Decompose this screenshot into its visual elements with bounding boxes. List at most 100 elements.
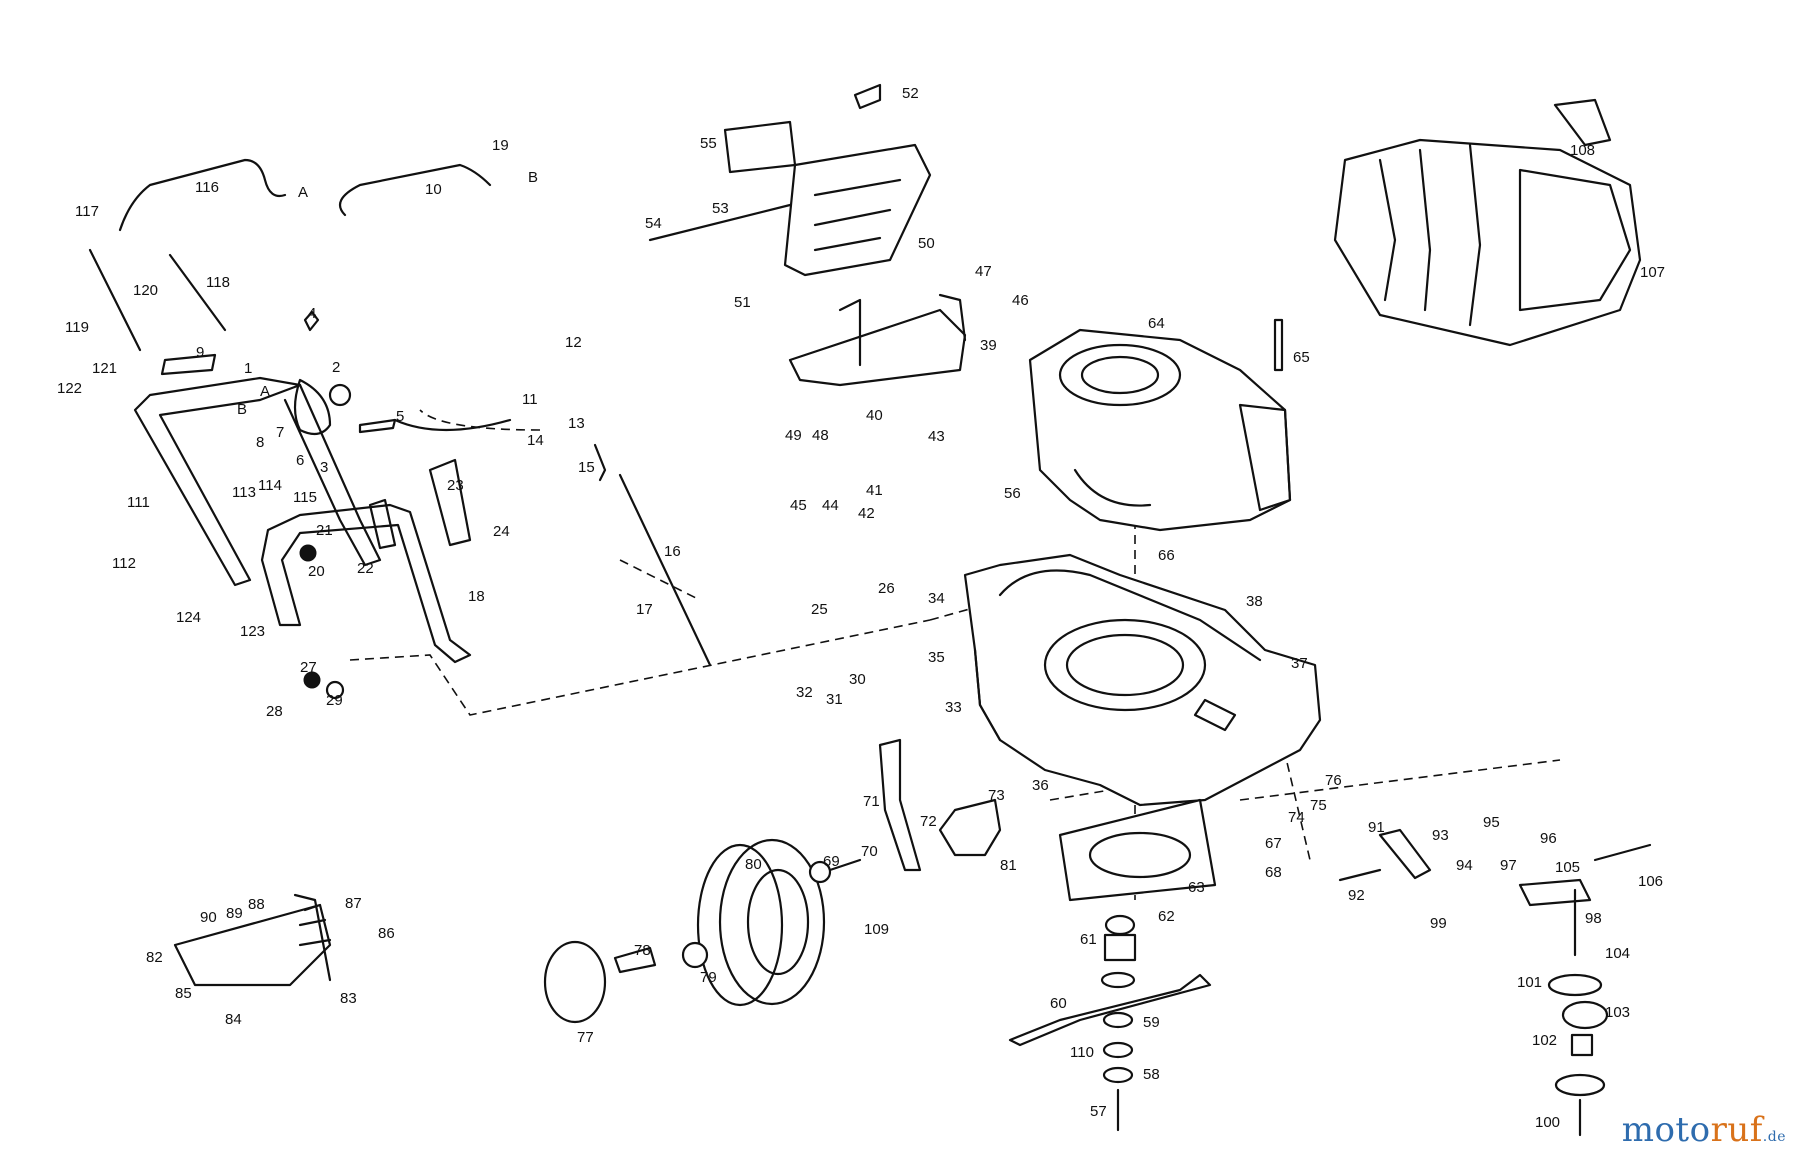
part-label: 28: [266, 703, 283, 720]
part-label: 90: [200, 909, 217, 926]
part-label: 115: [293, 489, 317, 506]
part-label: 23: [447, 477, 464, 494]
part-label: 54: [645, 215, 662, 232]
part-label: 43: [928, 428, 945, 445]
part-label: 58: [1143, 1066, 1160, 1083]
part-label: 69: [823, 853, 840, 870]
upper-handle: [133, 310, 397, 587]
part-label: 3: [320, 459, 328, 476]
part-label: 37: [1291, 655, 1308, 672]
rear-axle-assembly: [1338, 828, 1652, 1137]
part-label: 110: [1070, 1044, 1094, 1061]
part-label: 12: [565, 334, 582, 351]
cable-end-label: B: [528, 169, 538, 186]
part-label: 62: [1158, 908, 1175, 925]
part-label: 119: [65, 319, 89, 336]
cable-end-label: A: [260, 383, 270, 400]
part-label: 61: [1080, 931, 1097, 948]
part-label: 25: [811, 601, 828, 618]
part-label: 109: [864, 921, 889, 938]
part-label: 56: [1004, 485, 1021, 502]
part-label: 34: [928, 590, 945, 607]
part-label: 84: [225, 1011, 242, 1028]
part-label: 114: [258, 477, 282, 494]
part-label: 88: [248, 896, 265, 913]
part-label: 7: [276, 424, 284, 441]
cable-end-label: B: [237, 401, 247, 418]
part-label: 39: [980, 337, 997, 354]
part-label: 68: [1265, 864, 1282, 881]
part-label: 33: [945, 699, 962, 716]
part-label: 46: [1012, 292, 1029, 309]
part-label: 41: [866, 482, 883, 499]
watermark-part3: .de: [1762, 1129, 1786, 1145]
part-label: 96: [1540, 830, 1557, 847]
part-label: 82: [146, 949, 163, 966]
part-label: 50: [918, 235, 935, 252]
part-label: 42: [858, 505, 875, 522]
part-label: 85: [175, 985, 192, 1002]
rear-flap: [648, 83, 932, 277]
height-adjuster: [808, 738, 1002, 884]
part-label: 8: [256, 434, 264, 451]
part-label: 101: [1517, 974, 1542, 991]
part-label: 118: [206, 274, 230, 291]
cable-end-label: A: [298, 184, 308, 201]
part-label: 38: [1246, 593, 1263, 610]
part-label: 53: [712, 200, 729, 217]
part-label: 57: [1090, 1103, 1107, 1120]
part-label: 92: [1348, 887, 1365, 904]
part-label: 120: [133, 282, 158, 299]
part-label: 30: [849, 671, 866, 688]
part-label: 14: [527, 432, 544, 449]
part-label: 67: [1265, 835, 1282, 852]
flap-bracket: [788, 293, 967, 387]
part-label: 95: [1483, 814, 1500, 831]
mulch-plate: [173, 893, 332, 987]
part-label: 72: [920, 813, 937, 830]
part-label: 47: [975, 263, 992, 280]
part-label: 15: [578, 459, 595, 476]
grass-catcher: [1333, 98, 1642, 347]
part-label: 5: [396, 408, 404, 425]
part-label: 66: [1158, 547, 1175, 564]
part-label: 116: [195, 179, 219, 196]
mower-deck: [963, 553, 1322, 807]
part-label: 20: [308, 563, 325, 580]
part-label: 79: [700, 969, 717, 986]
watermark-part2: ruf: [1710, 1110, 1763, 1150]
part-label: 29: [326, 692, 343, 709]
part-label: 31: [826, 691, 843, 708]
part-label: 117: [75, 203, 99, 220]
part-label: 99: [1430, 915, 1447, 932]
part-label: 49: [785, 427, 802, 444]
part-label: 26: [878, 580, 895, 597]
part-label: 55: [700, 135, 717, 152]
part-label: 113: [232, 484, 256, 501]
part-label: 22: [357, 560, 374, 577]
part-label: 71: [863, 793, 880, 810]
part-label: 112: [112, 555, 136, 572]
part-label: 19: [492, 137, 509, 154]
part-label: 104: [1605, 945, 1630, 962]
part-label: 93: [1432, 827, 1449, 844]
part-labels: 1 2 3 4 5 6 7 8 9 10 11 12 13 14 15 16 1…: [57, 85, 1665, 1131]
part-label: 86: [378, 925, 395, 942]
part-label: 51: [734, 294, 751, 311]
part-label: 2: [332, 359, 340, 376]
watermark-part1: moto: [1621, 1110, 1711, 1150]
part-label: 91: [1368, 819, 1385, 836]
part-label: 6: [296, 452, 304, 469]
part-label: 40: [866, 407, 883, 424]
part-label: 100: [1535, 1114, 1560, 1131]
part-label: 81: [1000, 857, 1017, 874]
part-label: 17: [636, 601, 653, 618]
part-label: 27: [300, 659, 317, 676]
part-label: 76: [1325, 772, 1342, 789]
part-label: 94: [1456, 857, 1473, 874]
part-label: 98: [1585, 910, 1602, 927]
part-label: 24: [493, 523, 510, 540]
part-label: 87: [345, 895, 362, 912]
part-label: 9: [196, 344, 204, 361]
